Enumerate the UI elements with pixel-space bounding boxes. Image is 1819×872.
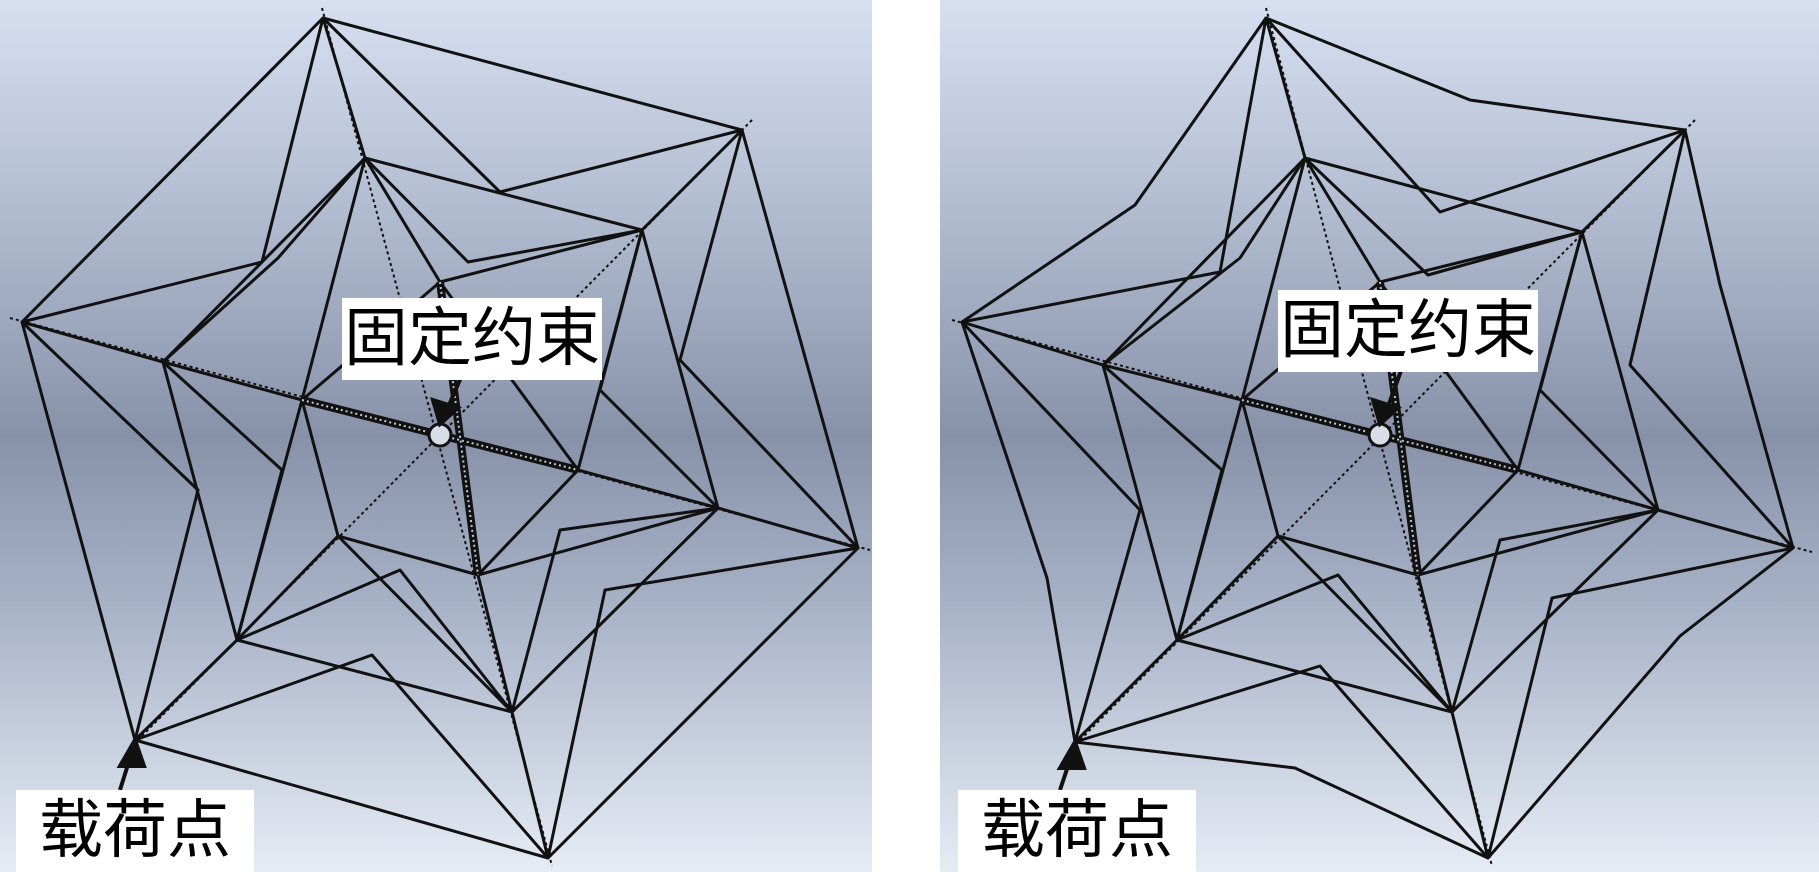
load-point-label: 载荷点 [16,790,254,872]
fixed-node [427,422,453,448]
truss-diagram [951,7,1813,867]
fixed-node [1367,422,1393,448]
left-panel: 固定约束 载荷点 [0,0,872,872]
load-point-label: 载荷点 [958,790,1196,872]
arrow-head [1056,737,1087,770]
fixed-constraint-label: 固定约束 [1278,290,1538,372]
arrow-head [1370,396,1402,428]
axis-dotted [1265,7,1493,867]
truss-diagram [9,7,871,867]
fixed-constraint-label: 固定约束 [342,298,602,380]
axis-dotted [1069,119,1696,751]
arrow-head [116,735,147,768]
right-panel: 固定约束 载荷点 [940,0,1819,872]
arrow-head [430,396,462,428]
